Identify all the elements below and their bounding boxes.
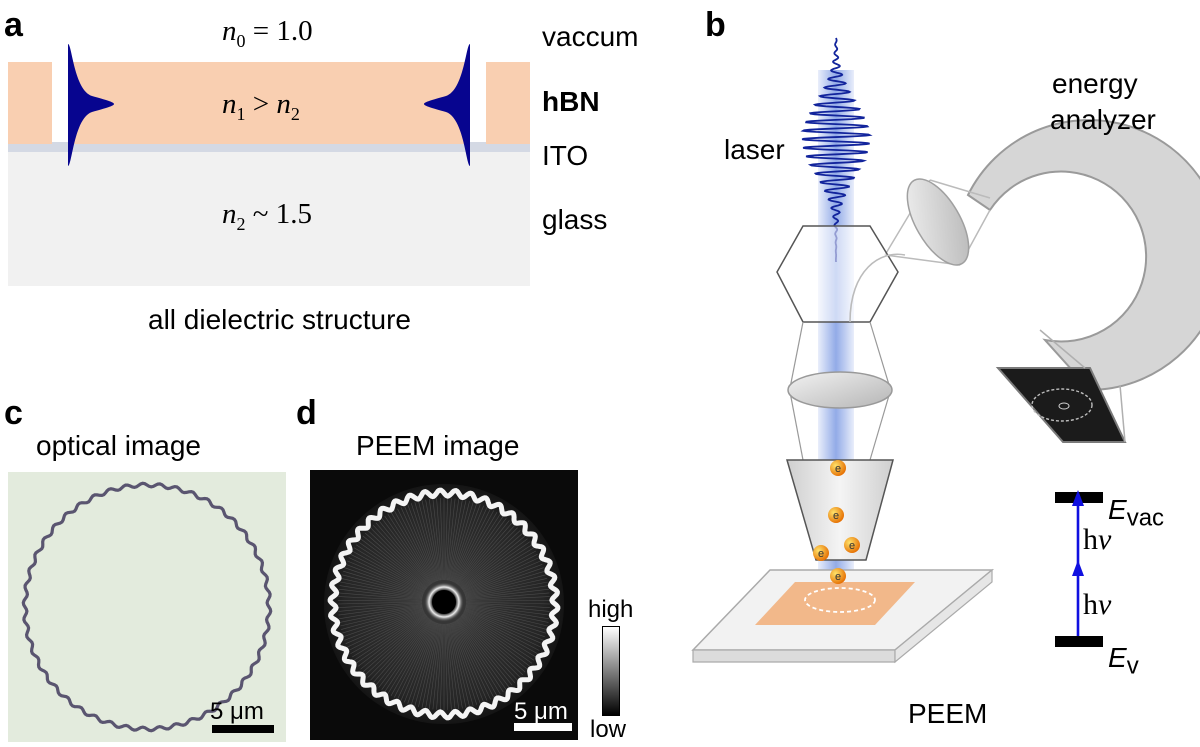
peem-scalebar-label: 5 μm — [514, 698, 568, 725]
peem-label: PEEM — [908, 698, 988, 729]
ito-layer — [8, 142, 530, 152]
electron-label-3: e — [818, 548, 824, 560]
peem-radial-pattern — [337, 498, 551, 710]
colorbar-high-label: high — [588, 596, 634, 623]
dielectric-structure-diagram — [8, 44, 530, 286]
peem-ring — [327, 487, 561, 721]
electron-4 — [844, 537, 860, 553]
optical-image — [8, 472, 286, 742]
photon-energy-lower: hν — [1083, 588, 1112, 621]
electron-2 — [828, 507, 844, 523]
vacuum-level-label: Evac — [1108, 494, 1165, 532]
sample-ring — [804, 587, 876, 613]
glass-layer — [8, 150, 530, 286]
glass-index: n2 ~ 1.5 — [222, 198, 312, 234]
electron-1 — [830, 460, 846, 476]
peem-image — [310, 470, 578, 740]
laser-pulse — [800, 37, 873, 262]
mode-profile-right — [424, 44, 470, 166]
energy-analyzer — [966, 119, 1200, 392]
hbn-layer-center — [68, 62, 470, 144]
colorbar — [602, 626, 620, 716]
electron-label-1: e — [835, 463, 841, 475]
hbn-index: n1 > n2 — [222, 88, 300, 124]
vacuum-label: vaccum — [542, 21, 639, 52]
optical-image-title: optical image — [36, 430, 201, 461]
electron-label-4: e — [849, 540, 855, 552]
valence-level-label: Ev — [1108, 642, 1139, 680]
panel-d-label: d — [296, 394, 317, 432]
hbn-label: hBN — [542, 86, 600, 117]
vacuum-index: n0 = 1.0 — [222, 15, 313, 51]
hbn-layer-left — [8, 62, 52, 144]
hbn-layer-right — [486, 62, 530, 144]
optical-scalebar — [212, 725, 274, 733]
hbn-sample — [755, 582, 915, 625]
objective-lens — [787, 371, 893, 409]
structure-caption: all dielectric structure — [148, 304, 411, 335]
ito-label: ITO — [542, 140, 589, 171]
optical-scalebar-label: 5 μm — [210, 698, 264, 725]
panel-a-label: a — [4, 6, 23, 44]
electron-3 — [813, 545, 829, 561]
glass-label: glass — [542, 204, 608, 235]
beam-separator — [776, 225, 899, 323]
photon-energy-upper: hν — [1083, 523, 1112, 556]
electron-5 — [830, 568, 846, 584]
valence-level-bar — [1055, 636, 1103, 647]
analyzer-label-line2: analyzer — [1050, 104, 1156, 135]
optical-ring — [21, 481, 273, 733]
analyzer-label-line1: energy — [1052, 68, 1138, 99]
laser-label: laser — [724, 134, 785, 165]
peem-image-title: PEEM image — [356, 430, 520, 461]
photon-arrow-upper — [1072, 490, 1084, 506]
panel-b-label: b — [705, 6, 726, 44]
electron-label-5: e — [835, 571, 841, 583]
electron-label-2: e — [833, 510, 839, 522]
panel-c-label: c — [4, 394, 23, 432]
analyzer-lens — [906, 178, 970, 266]
detector-ring — [1031, 388, 1093, 422]
peem-scalebar — [514, 723, 572, 731]
colorbar-low-label: low — [590, 716, 627, 743]
mode-profile-left — [68, 44, 114, 166]
